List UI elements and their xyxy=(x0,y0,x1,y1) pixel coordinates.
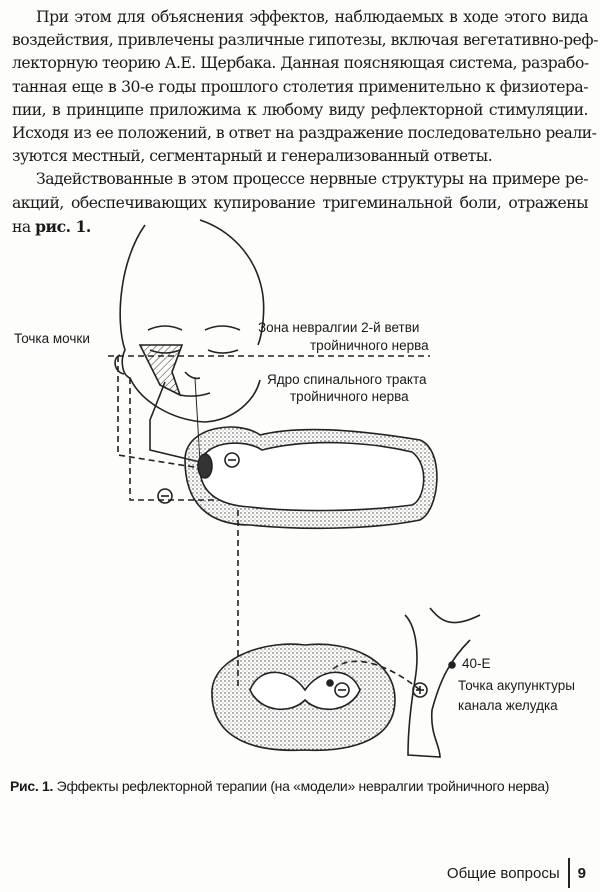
text-line: акций, обеспечивающих купирование тригем… xyxy=(12,193,589,212)
text-line: танная еще в 30-е годы прошлого столетия… xyxy=(12,77,589,96)
label-acupuncture-point: Точка акупунктуры xyxy=(458,678,575,693)
text-line: Исходя из ее положений, в ответ на раздр… xyxy=(12,123,597,142)
text-line: зуются местный, сегментарный и генерализ… xyxy=(12,147,493,166)
text-line: Задействованные в этом процессе нервные … xyxy=(36,170,589,189)
text-line: на рис. 1. xyxy=(12,215,588,238)
text-line: воздействия, привлечены различные гипоте… xyxy=(12,31,598,50)
label-earlobe-point: Точка мочки xyxy=(14,331,90,346)
figure-caption: Рис. 1. Эффекты рефлекторной терапии (на… xyxy=(10,778,549,794)
text-line: пии, в принципе приложима к любому виду … xyxy=(12,100,589,119)
label-acupuncture-point-2: канала желудка xyxy=(458,698,558,713)
page-footer: Общие вопросы 9 xyxy=(447,858,586,888)
leg-drawing xyxy=(404,607,481,758)
label-point-code: 40-E xyxy=(462,656,491,671)
label-neuralgia-zone-2: тройничного нерва xyxy=(310,338,429,353)
body-text: При этом для объяснения эффектов, наблюд… xyxy=(12,6,598,238)
spinal-cord-slice xyxy=(211,643,396,752)
page-number: 9 xyxy=(577,864,586,882)
caption-number: Рис. 1. xyxy=(10,778,54,794)
caption-text: Эффекты рефлекторной терапии (на «модели… xyxy=(53,778,550,794)
text-fragment: на xyxy=(12,217,36,236)
label-nucleus: Ядро спинального тракта xyxy=(267,372,427,387)
brainstem-slice xyxy=(157,426,438,530)
head-drawing xyxy=(114,219,265,423)
label-nucleus-2: тройничного нерва xyxy=(290,389,409,404)
text-line: лекторную теорию А.Е. Щербака. Данная по… xyxy=(12,54,589,73)
divider xyxy=(567,858,570,888)
label-neuralgia-zone: Зона невралгии 2-й ветви xyxy=(258,320,420,335)
figure-reference: рис. 1. xyxy=(35,216,91,236)
text-line: При этом для объяснения эффектов, наблюд… xyxy=(36,8,589,26)
section-title: Общие вопросы xyxy=(446,864,560,882)
